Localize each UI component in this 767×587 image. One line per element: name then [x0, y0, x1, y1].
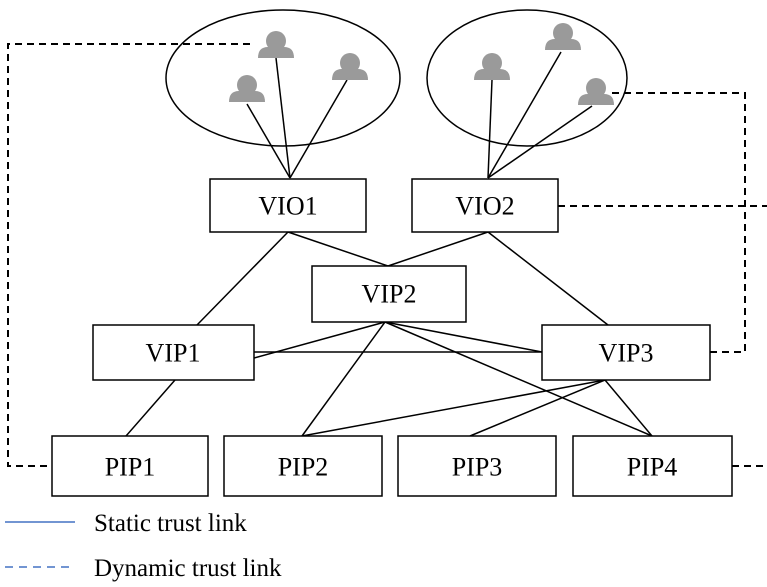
user-links	[246, 51, 593, 179]
user-icon	[545, 23, 581, 50]
node-vip3: VIP3	[541, 324, 711, 381]
node-pip4: PIP4	[572, 435, 733, 497]
user-icon	[332, 53, 368, 80]
node-label: VIO2	[455, 192, 514, 221]
user-icon	[578, 78, 614, 105]
node-vip1: VIP1	[92, 324, 255, 381]
user-group-left-ellipse	[165, 9, 401, 147]
node-vip2: VIP2	[311, 265, 467, 323]
user-icons	[229, 23, 614, 105]
node-pip1: PIP1	[51, 435, 209, 497]
user-group-right-ellipse	[426, 9, 628, 147]
static-trust-links	[125, 231, 653, 437]
node-label: PIP3	[452, 453, 503, 482]
node-vio1: VIO1	[209, 178, 367, 233]
node-label: PIP1	[105, 453, 156, 482]
node-label: VIO1	[258, 192, 317, 221]
node-pip2: PIP2	[223, 435, 383, 497]
node-vio2: VIO2	[411, 178, 559, 233]
legend: Static trust link Dynamic trust link	[5, 510, 282, 582]
user-icon	[258, 31, 294, 58]
node-label: VIP3	[599, 339, 654, 368]
node-label: VIP2	[362, 280, 417, 309]
node-label: PIP2	[278, 453, 329, 482]
user-icon	[474, 53, 510, 80]
legend-dynamic-label: Dynamic trust link	[94, 555, 282, 582]
node-pip3: PIP3	[397, 435, 557, 497]
user-icon	[229, 75, 265, 102]
node-label: PIP4	[627, 453, 678, 482]
node-label: VIP1	[146, 339, 201, 368]
legend-static-label: Static trust link	[94, 510, 247, 537]
dynamic-trust-links	[7, 43, 767, 467]
